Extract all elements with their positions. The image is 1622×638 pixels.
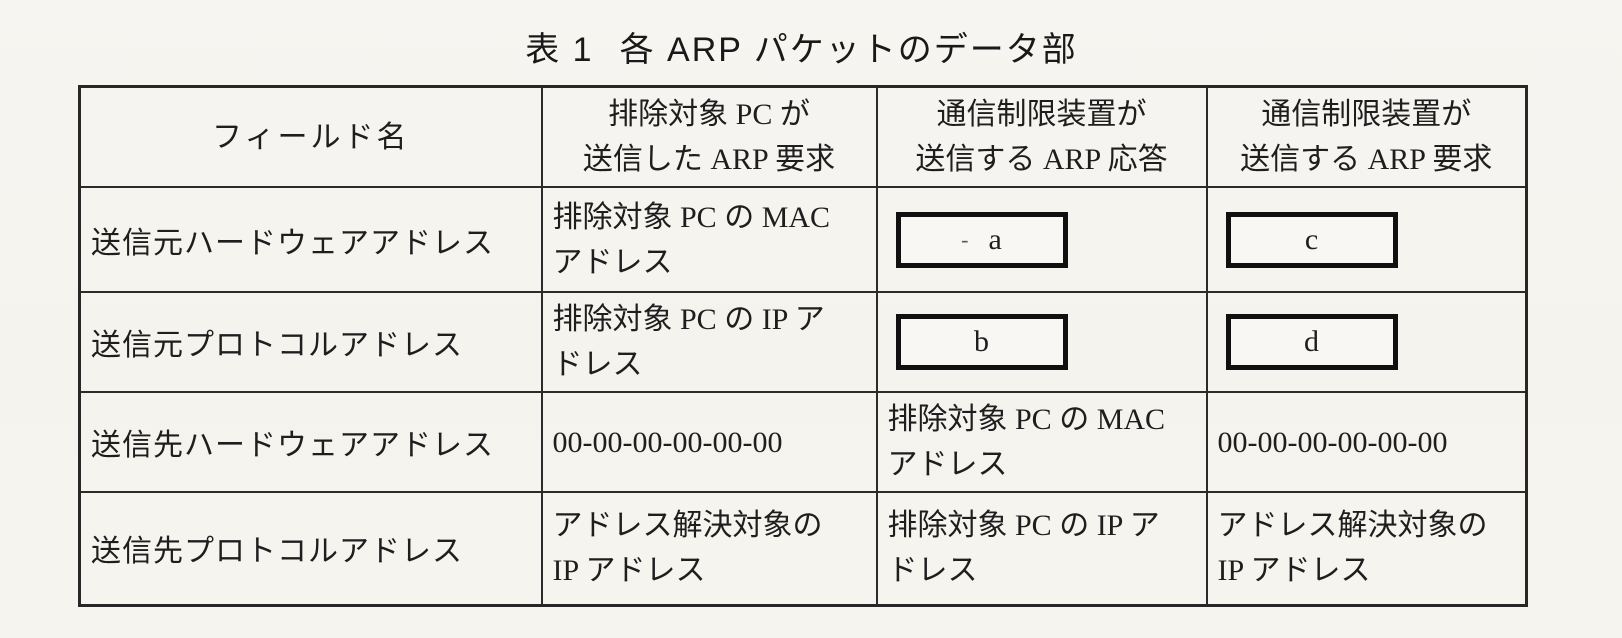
header-text: 送信した ARP 要求: [582, 143, 836, 176]
cell-text: 排除対象 PC の IP ア: [552, 303, 825, 336]
table-caption-number: 表 1: [525, 31, 594, 69]
answer-box-b: b: [895, 314, 1068, 370]
table-row-target-hardware-address: 送信先ハードウェアアドレス 00-00-00-00-00-00 排除対象 PC …: [78, 391, 1528, 493]
answer-box-label: a: [988, 222, 1002, 256]
cell-target-proto-limiter-request: アドレス解決対象の IP アドレス: [1205, 491, 1528, 606]
cell-text: ドレス: [552, 348, 643, 381]
answer-box-label: b: [974, 325, 989, 358]
cell-source-proto-limiter-reply: b: [875, 291, 1208, 393]
table-caption: 表 1 各 ARP パケットのデータ部: [78, 22, 1525, 71]
cell-text: アドレス解決対象の: [1217, 509, 1488, 543]
row-field-label: 送信先ハードウェアアドレス: [78, 391, 543, 493]
table-row-source-hardware-address: 送信元ハードウェアアドレス 排除対象 PC の MAC アドレス - a c: [78, 186, 1528, 293]
header-text: 通信制限装置が: [936, 98, 1147, 131]
cell-target-hw-limiter-reply: 排除対象 PC の MAC アドレス: [875, 391, 1208, 493]
cell-source-hw-limiter-reply: - a: [875, 186, 1208, 293]
table-row-target-protocol-address: 送信先プロトコルアドレス アドレス解決対象の IP アドレス 排除対象 PC の…: [78, 491, 1528, 606]
answer-box-a: - a: [895, 211, 1068, 268]
cell-text: アドレス: [887, 448, 1008, 481]
header-text: フィールド名: [212, 120, 410, 154]
header-text: 排除対象 PC が: [608, 98, 810, 131]
cell-text: 排除対象 PC の MAC: [887, 403, 1166, 436]
cell-text: 排除対象 PC の MAC: [552, 200, 831, 234]
cell-text: ドレス: [887, 554, 978, 588]
row-field-label: 送信先プロトコルアドレス: [78, 491, 543, 606]
table-caption-title: 各 ARP パケットのデータ部: [619, 31, 1078, 69]
cell-text: アドレス: [552, 245, 673, 279]
header-arp-request-from-limiter: 通信制限装置が 送信する ARP 要求: [1205, 85, 1528, 188]
row-field-label: 送信元ハードウェアアドレス: [78, 186, 543, 293]
answer-box-d: d: [1225, 314, 1398, 370]
header-text: 送信する ARP 応答: [915, 143, 1168, 176]
row-field-label: 送信元プロトコルアドレス: [78, 291, 543, 393]
header-arp-request-from-excluded-pc: 排除対象 PC が 送信した ARP 要求: [540, 85, 878, 188]
cell-target-proto-pc-request: アドレス解決対象の IP アドレス: [540, 491, 878, 606]
table-row-source-protocol-address: 送信元プロトコルアドレス 排除対象 PC の IP ア ドレス b d: [78, 291, 1528, 393]
cell-text: アドレス解決対象の: [552, 509, 823, 543]
cell-text: 00-00-00-00-00-00: [552, 425, 783, 459]
cell-text: IP アドレス: [1217, 554, 1371, 588]
cell-source-hw-pc-request: 排除対象 PC の MAC アドレス: [540, 186, 878, 293]
answer-box-c: c: [1225, 211, 1398, 268]
cell-text: IP アドレス: [552, 554, 706, 588]
header-text: 通信制限装置が: [1261, 98, 1472, 131]
cell-text: 00-00-00-00-00-00: [1217, 425, 1448, 459]
header-field-name: フィールド名: [78, 85, 543, 188]
cell-source-hw-limiter-request: c: [1205, 186, 1528, 293]
header-row: フィールド名 排除対象 PC が 送信した ARP 要求 通信制限装置が 送信す…: [78, 85, 1528, 188]
cell-target-hw-pc-request: 00-00-00-00-00-00: [540, 391, 878, 493]
cell-target-proto-limiter-reply: 排除対象 PC の IP ア ドレス: [875, 491, 1208, 606]
scan-artifact-dash: -: [961, 226, 969, 252]
answer-box-label: c: [1304, 222, 1319, 256]
cell-source-proto-pc-request: 排除対象 PC の IP ア ドレス: [540, 291, 878, 393]
cell-text: 排除対象 PC の IP ア: [887, 509, 1160, 543]
header-arp-reply-from-limiter: 通信制限装置が 送信する ARP 応答: [875, 85, 1208, 188]
answer-box-label: d: [1304, 325, 1319, 358]
cell-target-hw-limiter-request: 00-00-00-00-00-00: [1205, 391, 1528, 493]
header-text: 送信する ARP 要求: [1240, 143, 1493, 176]
cell-source-proto-limiter-request: d: [1205, 291, 1528, 393]
arp-packet-table: フィールド名 排除対象 PC が 送信した ARP 要求 通信制限装置が 送信す…: [78, 85, 1528, 607]
